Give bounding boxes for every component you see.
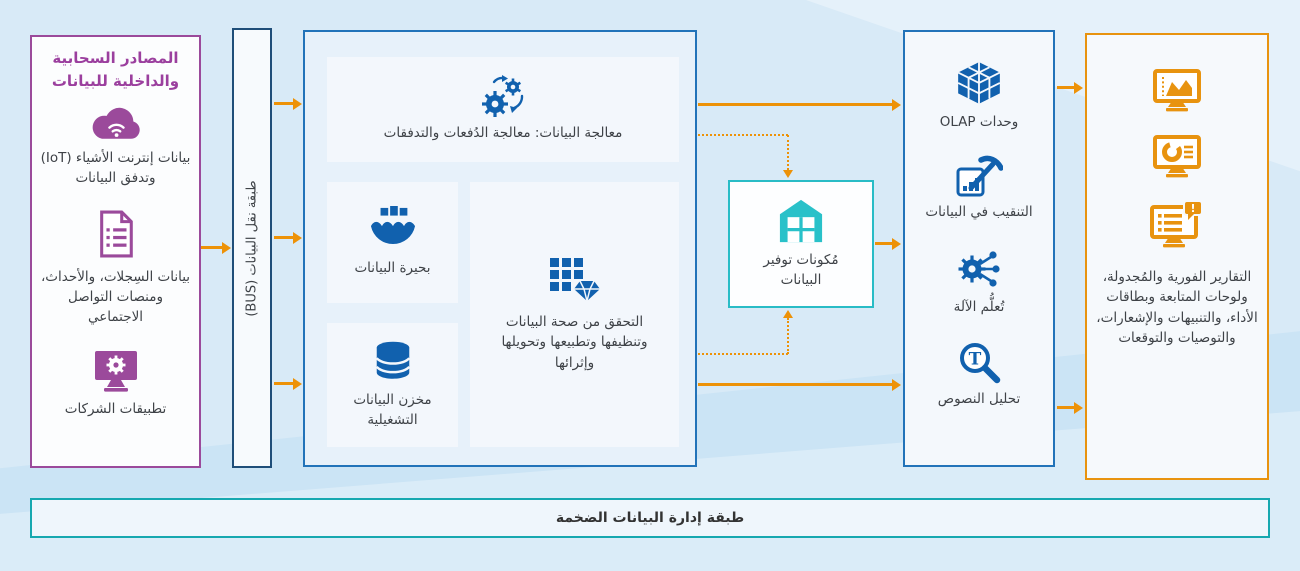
data-provisioning-block: مُكونات توفير البيانات <box>728 180 874 308</box>
enterprise-apps-label: تطبيقات الشركات <box>64 401 167 418</box>
data-sources-title: المصادر السحابية والداخلية للبيانات <box>51 49 180 90</box>
arrow-bus-to-processing-top <box>274 97 302 110</box>
arrow-bus-to-processing-middle <box>274 231 302 244</box>
outputs-label: التقارير الفورية والمُجدولة، ولوحات المت… <box>1096 269 1258 346</box>
dotted-line-to-provisioning-top <box>698 134 788 136</box>
data-mining-label: التنقيب في البيانات <box>925 204 1033 221</box>
monitor-gear-icon <box>94 351 137 392</box>
text-analytics-label: تحليل النصوص <box>937 390 1021 407</box>
data-lake-icon <box>370 206 415 245</box>
monitor-linechart-icon <box>1153 69 1201 112</box>
text-analytics-icon: T <box>960 342 1001 383</box>
monitor-alert-icon: ! <box>1150 201 1203 248</box>
arrow-processing-to-analytics-top <box>698 98 901 111</box>
data-mining-icon <box>956 155 1003 197</box>
logs-data-label: بيانات السِجلات، والأحداث، ومنصات التواص… <box>40 268 191 326</box>
machine-learning-icon <box>958 250 1000 287</box>
machine-learning-label: تُعلُّم الآلة <box>953 298 1005 315</box>
cloud-iot-icon <box>92 107 140 139</box>
arrow-processing-to-analytics-bottom <box>698 378 901 391</box>
grid-diamond-icon <box>549 258 600 302</box>
olap-label: وحدات OLAP <box>939 114 1019 130</box>
data-lake-label: بحيرة البيانات <box>354 260 431 277</box>
dotted-line-to-provisioning-top-vertical <box>787 135 789 170</box>
gears-sync-icon <box>482 75 524 118</box>
dotted-line-to-provisioning-bottom-vertical <box>787 318 789 354</box>
database-icon <box>375 341 410 379</box>
big-data-management-layer: طبقة إدارة البيانات الضخمة <box>30 498 1270 538</box>
dotted-arrowhead-down <box>782 170 793 178</box>
warehouse-icon <box>779 199 823 242</box>
dotted-line-to-provisioning-bottom <box>698 353 788 355</box>
arrow-bus-to-processing-bottom <box>274 377 302 390</box>
olap-cube-icon <box>957 62 1001 104</box>
data-validation-block: التحقق من صحة البيانات وتنظيفها وتطبيعها… <box>470 182 679 447</box>
arrow-analytics-to-outputs-bottom <box>1057 401 1083 414</box>
document-logs-icon <box>99 210 133 257</box>
iot-data-label: بيانات إنترنت الأشياء (IoT) وتدفق البيان… <box>40 150 191 187</box>
dotted-arrowhead-up <box>782 310 793 318</box>
outputs-panel: ! التقارير الفورية والمُجدولة، ولوحات ال… <box>1085 33 1269 480</box>
data-bus-label: طبقة نقل البيانات (BUS) <box>244 179 260 317</box>
analytics-panel: وحدات OLAP التنقيب في البيانات <box>903 30 1055 467</box>
operational-store-label: مخزن البيانات التشغيلية <box>353 391 432 428</box>
processing-panel: معالجة البيانات: معالجة الدُفعات والتدفق… <box>303 30 697 467</box>
svg-text:!: ! <box>1190 202 1195 215</box>
arrow-analytics-to-outputs-top <box>1057 81 1083 94</box>
data-bus-layer: طبقة نقل البيانات (BUS) <box>232 28 272 468</box>
data-sources-panel: المصادر السحابية والداخلية للبيانات بيان… <box>30 35 201 468</box>
data-processing-label: معالجة البيانات: معالجة الدُفعات والتدفق… <box>383 125 623 142</box>
svg-text:T: T <box>969 349 982 369</box>
monitor-dashboard-icon <box>1153 135 1201 178</box>
data-lake-block: بحيرة البيانات <box>327 182 458 303</box>
data-validation-label: التحقق من صحة البيانات وتنظيفها وتطبيعها… <box>501 314 648 371</box>
management-layer-label: طبقة إدارة البيانات الضخمة <box>555 510 745 526</box>
arrow-sources-to-bus <box>201 241 231 254</box>
operational-store-block: مخزن البيانات التشغيلية <box>327 323 458 447</box>
data-provisioning-label: مُكونات توفير البيانات <box>763 251 839 288</box>
data-processing-block: معالجة البيانات: معالجة الدُفعات والتدفق… <box>327 57 679 162</box>
arrow-provisioning-to-analytics <box>875 237 901 250</box>
